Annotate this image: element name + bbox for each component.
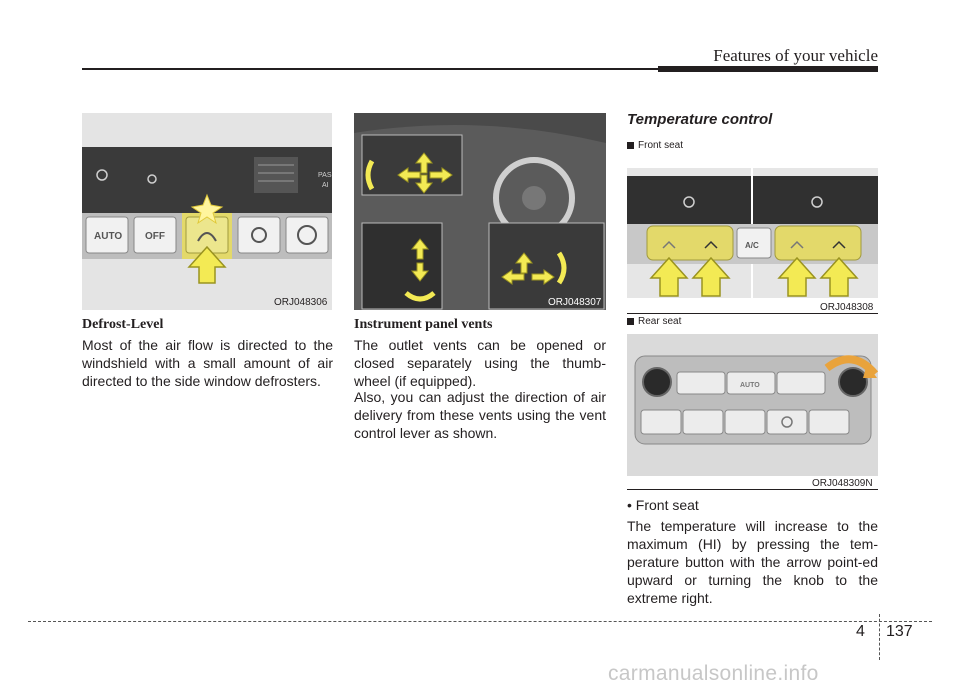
indicator-light-icon: [190, 193, 224, 225]
defrost-description: Most of the air flow is directed to the …: [82, 337, 333, 389]
vents-figure: [354, 113, 606, 310]
rear-seat-label-text: Rear seat: [638, 316, 682, 327]
thumbwheel-arrow-icon: [365, 159, 375, 191]
figure-code: ORJ048307: [548, 297, 602, 308]
fan-low-icon: [251, 227, 267, 243]
up-arrow-icon: [819, 256, 859, 297]
footer-rule: [28, 621, 932, 622]
temperature-control-heading: Temperature control: [627, 111, 773, 128]
vent-down-arrow-icon: [414, 174, 434, 194]
left-knob: [642, 367, 672, 397]
header-rule-accent: [658, 66, 878, 72]
vent-right-arrow-icon: [429, 167, 453, 183]
front-seat-bullet: • Front seat: [627, 497, 699, 513]
rear-seat-label: Rear seat: [627, 316, 681, 327]
defrost-figure: PAS AI AUTO OFF: [82, 113, 332, 310]
seat-heat-icon: [147, 174, 157, 184]
vents-heading: Instrument panel vents: [354, 317, 493, 332]
page-separator: [879, 614, 880, 660]
front-seat-heat-icon: [683, 196, 695, 208]
vent-left-arrow-icon: [397, 167, 421, 183]
vents-description-1: The outlet vents can be opened or closed…: [354, 337, 606, 389]
temperature-description: The temperature will increase to the max…: [627, 518, 878, 606]
front-seat-label: Front seat: [627, 140, 683, 151]
defrost-heading: Defrost-Level: [82, 317, 164, 332]
bullet-square-icon: [627, 142, 634, 149]
figure-code: ORJ048306: [274, 297, 328, 308]
panel-text-pas: PAS: [318, 172, 332, 179]
front-seat-heat-icon-right: [811, 196, 823, 208]
ac-button-text: A/C: [745, 241, 759, 250]
up-arrow-icon: [187, 245, 227, 284]
figure-code: ORJ048309N: [812, 478, 873, 489]
up-arrow-icon: [691, 256, 731, 297]
up-arrow-icon: [649, 256, 689, 297]
front-seat-label-text: Front seat: [638, 140, 684, 151]
up-arrow-icon: [777, 256, 817, 297]
steering-heat-icon: [96, 169, 108, 181]
defrost-icon: [197, 232, 217, 242]
figure-code: ORJ048308: [820, 302, 874, 313]
figure-divider: [627, 313, 878, 314]
watermark-text: carmanualsonline.info: [608, 662, 819, 685]
right-knob: [838, 367, 868, 397]
rear-seat-figure: AUTO: [627, 334, 878, 476]
figure-divider: [627, 489, 878, 490]
vent-up-arrow-icon: [414, 152, 434, 174]
temp-up-icon: [704, 240, 718, 249]
vents-description-2: Also, you can adjust the direction of ai…: [354, 389, 606, 441]
auto-button-text: AUTO: [94, 231, 122, 242]
page-number: 137: [886, 623, 913, 640]
header-rule: [82, 68, 878, 70]
section-title: Features of your vehicle: [713, 46, 878, 65]
off-button-text: OFF: [145, 231, 165, 242]
bullet-square-icon: [627, 318, 634, 325]
rear-auto-text: AUTO: [740, 382, 760, 389]
fan-high-icon: [297, 225, 317, 245]
temp-down-icon: [662, 240, 676, 249]
rear-seat-heat-icon: [781, 416, 793, 428]
chapter-number: 4: [856, 623, 865, 640]
front-seat-figure: A/C: [627, 168, 878, 298]
panel-text-ai: AI: [322, 182, 329, 189]
